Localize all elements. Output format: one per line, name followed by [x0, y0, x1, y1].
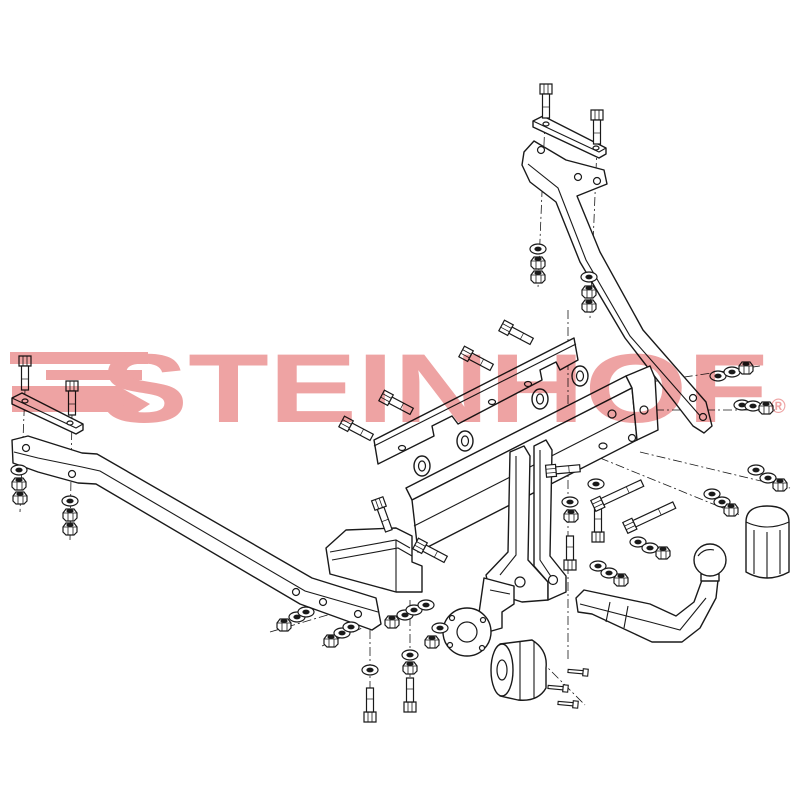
- beam-end-bracket: [325, 527, 423, 593]
- nut: [530, 256, 546, 270]
- nut: [613, 573, 629, 587]
- washer: [342, 621, 360, 633]
- steinhof-watermark: STEINHOF ®: [10, 333, 786, 443]
- washer: [297, 606, 315, 618]
- nut: [772, 478, 788, 492]
- arm-hole: [592, 176, 602, 186]
- washer: [10, 464, 28, 476]
- ball-cap: [745, 505, 790, 579]
- logo-stripe: [10, 352, 148, 364]
- nut: [402, 661, 418, 675]
- right-side-arm: [521, 140, 713, 434]
- arm-hole: [318, 597, 328, 607]
- centerline: [639, 451, 791, 489]
- washer: [431, 622, 449, 634]
- arm-hole: [67, 469, 77, 479]
- washer: [401, 649, 419, 661]
- nut: [581, 299, 597, 313]
- watermark-text: STEINHOF: [100, 333, 768, 443]
- washer: [529, 243, 547, 255]
- arm-hole: [688, 393, 698, 403]
- registered-mark: ®: [771, 396, 786, 418]
- logo-stripe: [12, 386, 150, 412]
- washer: [580, 271, 598, 283]
- hanger-bracket-right: [533, 439, 567, 601]
- washer: [747, 464, 765, 476]
- spacer-tubes: [413, 365, 589, 477]
- logo-stripe: [46, 370, 142, 380]
- washer: [587, 478, 605, 490]
- nut: [530, 270, 546, 284]
- nut: [62, 508, 78, 522]
- arm-hole: [536, 145, 546, 155]
- arm-hole: [573, 172, 583, 182]
- electrical-socket: [490, 639, 547, 701]
- nut: [723, 503, 739, 517]
- tow-ball: [693, 543, 727, 577]
- centerline: [539, 659, 586, 706]
- washer: [361, 664, 379, 676]
- arm-hole: [353, 609, 363, 619]
- nut: [12, 491, 28, 505]
- nut: [581, 285, 597, 299]
- nut: [62, 522, 78, 536]
- ball-neck: [575, 543, 727, 643]
- washer: [61, 495, 79, 507]
- nut: [384, 615, 400, 629]
- right-clamp-plate: [532, 115, 607, 159]
- nut: [424, 635, 440, 649]
- left-side-arm: [11, 435, 382, 631]
- arm-hole: [698, 412, 708, 422]
- arm-hole: [21, 443, 31, 453]
- nut: [563, 509, 579, 523]
- washer: [561, 496, 579, 508]
- arm-hole: [291, 587, 301, 597]
- nut: [11, 477, 27, 491]
- nut: [276, 618, 292, 632]
- washer: [417, 599, 435, 611]
- mounting-plate: [373, 337, 579, 465]
- nut: [655, 546, 671, 560]
